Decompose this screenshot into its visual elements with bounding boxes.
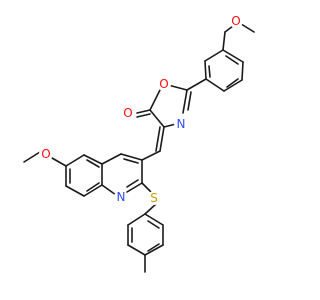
oxygen-methoxy-quinoline-atom: O <box>39 147 53 161</box>
svg-text:O: O <box>123 106 132 120</box>
svg-text:O: O <box>159 77 168 91</box>
oxygen-ring-atom: O <box>157 77 171 91</box>
svg-text:N: N <box>177 117 186 131</box>
oxygen-carbonyl-atom: O <box>121 106 135 120</box>
nitrogen-quinoline-atom: N <box>114 190 128 204</box>
nitrogen-oxazole-atom: N <box>174 117 188 131</box>
svg-text:O: O <box>41 147 50 161</box>
svg-text:S: S <box>150 191 158 205</box>
oxygen-methoxy-top-atom: O <box>229 14 243 28</box>
svg-text:N: N <box>117 190 126 204</box>
svg-text:O: O <box>231 14 240 28</box>
bonds <box>23 21 255 273</box>
atom-labels: O O O N O N S <box>39 14 243 205</box>
molecule-structure-diagram: O O O N O N S <box>23 14 255 273</box>
sulfur-thioether-atom: S <box>147 191 161 205</box>
